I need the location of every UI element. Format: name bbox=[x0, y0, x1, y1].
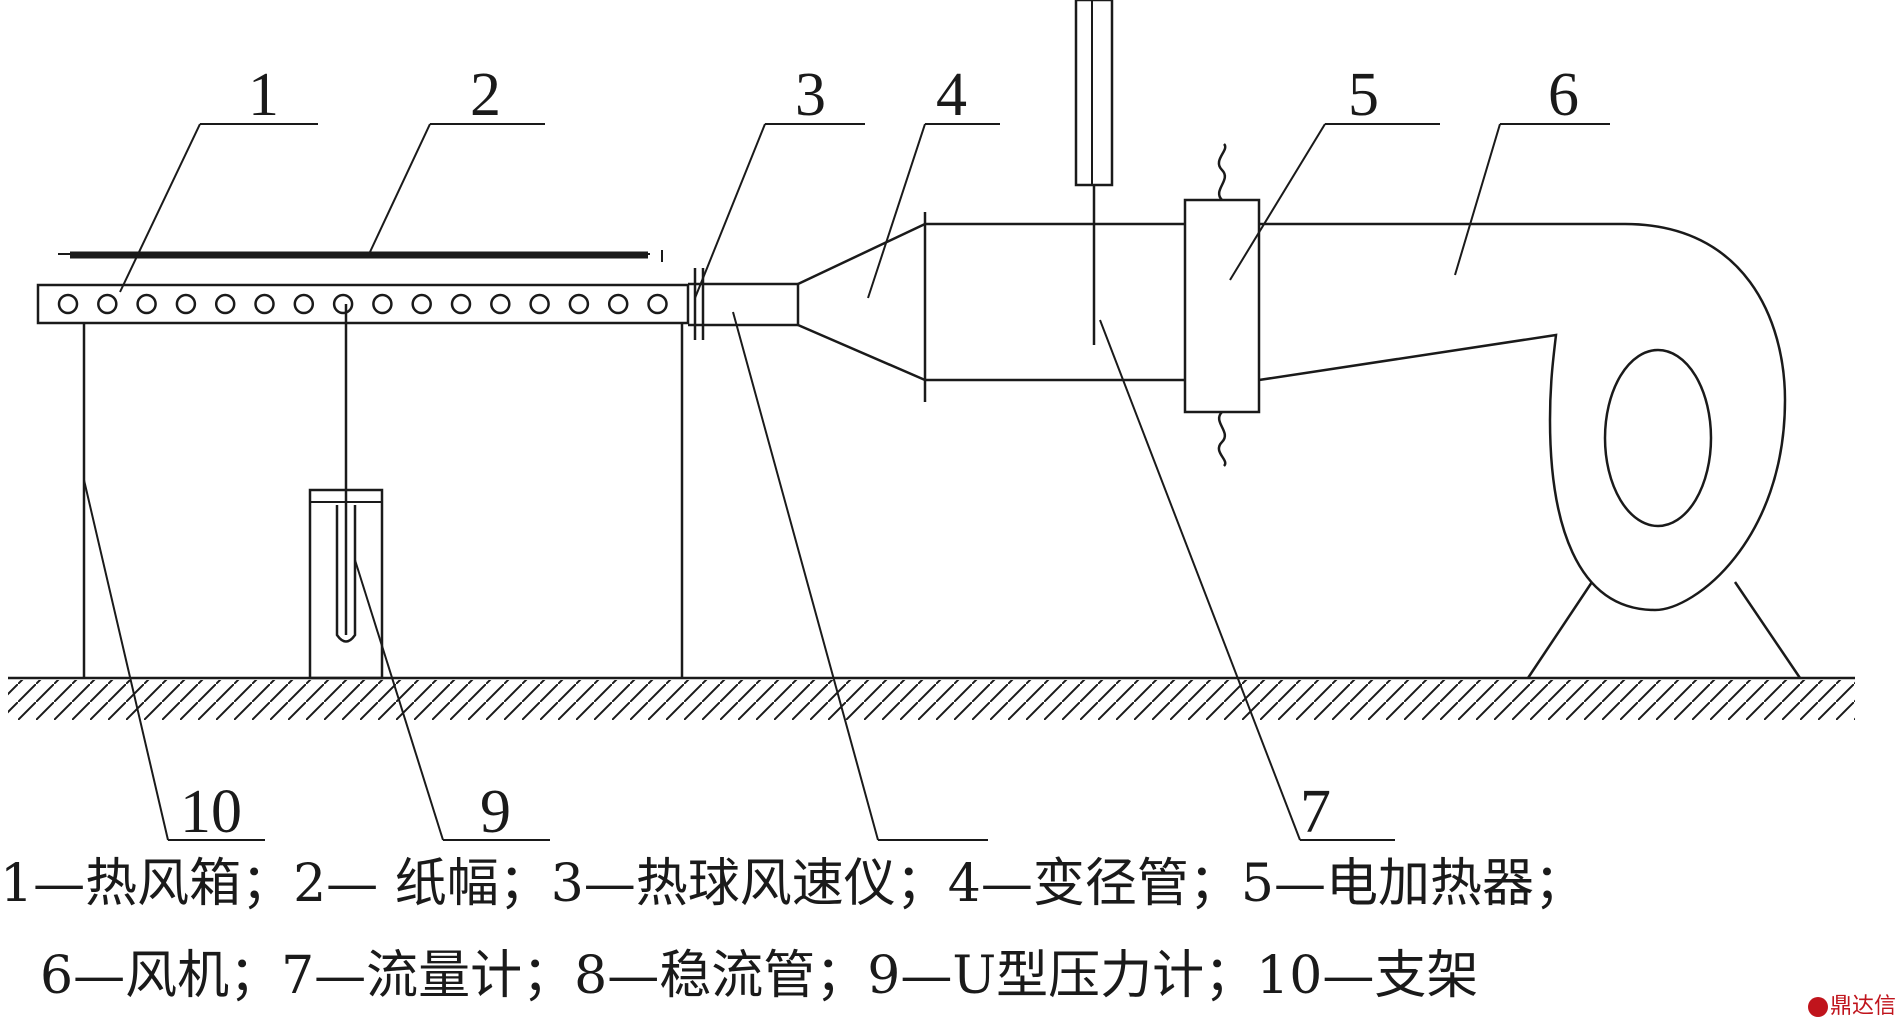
label-10: 10 bbox=[180, 778, 242, 846]
flowmeter bbox=[1074, 0, 1114, 345]
stabilizing-pipe bbox=[688, 282, 800, 327]
label-9: 9 bbox=[480, 778, 511, 846]
air-hole bbox=[136, 293, 157, 315]
legend-line-1: 1—热风箱；2— 纸幅；3—热球风速仪；4—变径管；5—电加热器； bbox=[0, 854, 1586, 914]
air-hole bbox=[175, 293, 197, 315]
ground bbox=[8, 676, 1855, 720]
hot-air-box bbox=[36, 283, 690, 325]
u-manometer bbox=[308, 304, 384, 680]
watermark: 鼎达信 bbox=[1807, 988, 1896, 1020]
watermark-text: 鼎达信 bbox=[1829, 994, 1896, 1019]
label-7: 7 bbox=[1300, 778, 1331, 846]
air-hole bbox=[607, 293, 629, 315]
air-hole bbox=[529, 293, 550, 315]
label-4: 4 bbox=[936, 61, 967, 129]
air-hole bbox=[411, 293, 432, 315]
air-hole bbox=[647, 293, 668, 315]
label-2: 2 bbox=[470, 61, 501, 129]
air-hole bbox=[372, 293, 393, 315]
fan bbox=[1258, 222, 1802, 679]
air-hole bbox=[490, 293, 511, 315]
leader-lines bbox=[83, 123, 1610, 841]
reducer-pipe bbox=[797, 212, 927, 402]
main-duct bbox=[925, 222, 1185, 382]
label-5: 5 bbox=[1348, 61, 1379, 129]
air-hole bbox=[97, 293, 118, 315]
air-hole bbox=[57, 293, 79, 315]
watermark-logo-icon bbox=[1807, 997, 1828, 1017]
electric-heater bbox=[1183, 143, 1261, 467]
air-hole bbox=[293, 293, 315, 315]
air-hole bbox=[568, 293, 590, 315]
legend-line-2: 6—风机；7—流量计；8—稳流管；9—U型压力计；10—支架 bbox=[40, 946, 1479, 1006]
label-1: 1 bbox=[248, 61, 279, 129]
air-hole bbox=[254, 293, 275, 315]
label-6: 6 bbox=[1548, 61, 1579, 129]
air-hole bbox=[450, 293, 472, 315]
air-hole bbox=[214, 293, 236, 315]
paper-web bbox=[58, 250, 663, 262]
support-frame bbox=[82, 323, 684, 678]
air-hole bbox=[332, 293, 354, 315]
label-3: 3 bbox=[795, 61, 826, 129]
